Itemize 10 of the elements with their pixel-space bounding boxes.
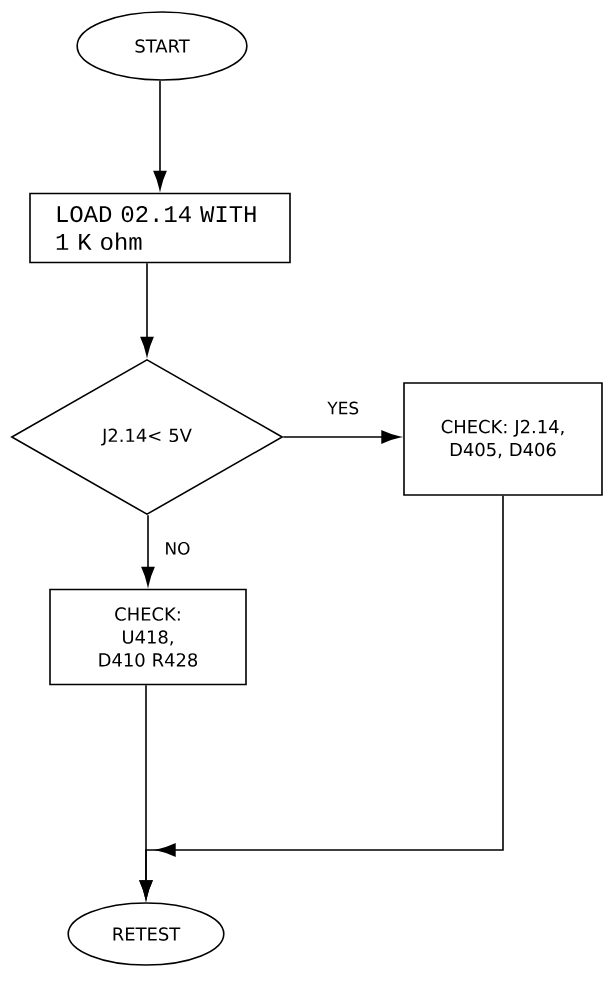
process-box: CHECK: J2.14, D405, D406	[403, 382, 603, 496]
arrow	[139, 495, 504, 900]
edge-label: YES	[326, 400, 361, 416]
arrow	[141, 514, 155, 586]
arrow	[140, 262, 154, 356]
arrow	[153, 80, 167, 190]
edge-label: NO	[163, 540, 192, 556]
process-box: CHECK: U418, D410 R428	[49, 588, 247, 686]
process-box: LOAD 02.14 WITH 1 K ohm	[29, 192, 291, 264]
arrow	[282, 430, 401, 444]
